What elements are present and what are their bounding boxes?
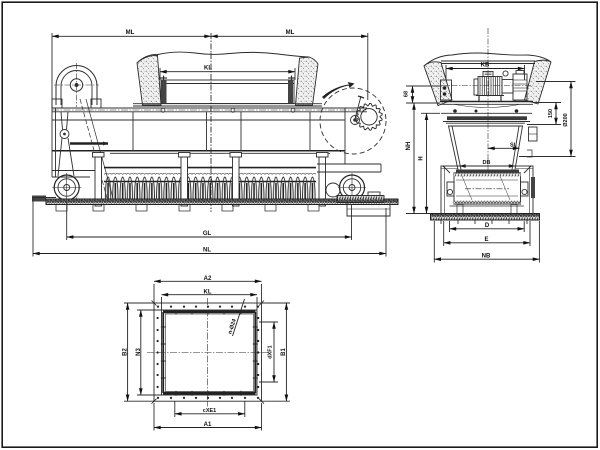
svg-text:H: H	[419, 156, 425, 160]
svg-text:KB: KB	[481, 63, 490, 69]
svg-text:E: E	[484, 237, 488, 243]
svg-text:B1: B1	[281, 348, 287, 356]
svg-text:150: 150	[548, 109, 554, 118]
svg-text:dXF1: dXF1	[268, 345, 274, 358]
svg-text:68: 68	[404, 91, 410, 97]
svg-text:A2: A2	[204, 276, 212, 282]
svg-text:GL: GL	[203, 231, 212, 237]
svg-text:SL: SL	[510, 142, 518, 148]
svg-text:KL: KL	[204, 66, 212, 72]
svg-text:NH: NH	[406, 142, 412, 151]
svg-text:KL: KL	[204, 289, 212, 295]
svg-text:A1: A1	[204, 422, 212, 428]
svg-text:ML: ML	[286, 30, 295, 36]
svg-text:Ø200: Ø200	[563, 113, 569, 126]
svg-text:n-Ø24: n-Ø24	[227, 317, 238, 335]
svg-text:B2: B2	[123, 348, 129, 356]
svg-text:NB: NB	[482, 253, 491, 259]
svg-text:D: D	[485, 223, 490, 229]
svg-text:DB: DB	[483, 160, 491, 166]
svg-text:ML: ML	[126, 30, 135, 36]
svg-text:NL: NL	[203, 247, 211, 253]
svg-text:cXE1: cXE1	[203, 408, 216, 414]
svg-text:N3: N3	[136, 348, 142, 356]
